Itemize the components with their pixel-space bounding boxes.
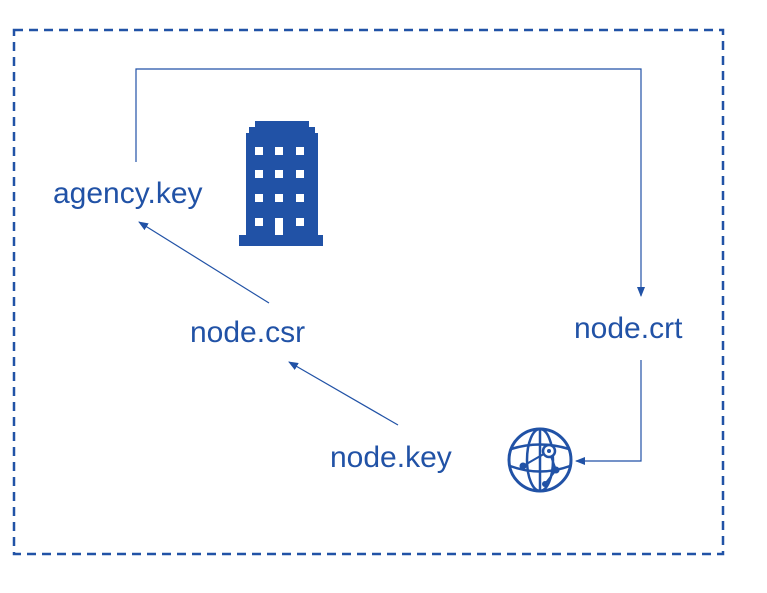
globe-network-icon [507, 427, 573, 493]
node-crt-label: node.crt [574, 312, 683, 345]
building-icon [239, 121, 323, 246]
connector-csr-to-agency [138, 221, 270, 304]
agency-key-label: agency.key [53, 177, 203, 210]
boundary-frame [12, 28, 725, 556]
node-key-label: node.key [330, 441, 452, 474]
connector-crt-to-globe [575, 360, 642, 465]
node-csr-label: node.csr [190, 316, 305, 349]
connector-agency-to-crt [135, 68, 645, 297]
connector-key-to-csr [288, 361, 399, 426]
